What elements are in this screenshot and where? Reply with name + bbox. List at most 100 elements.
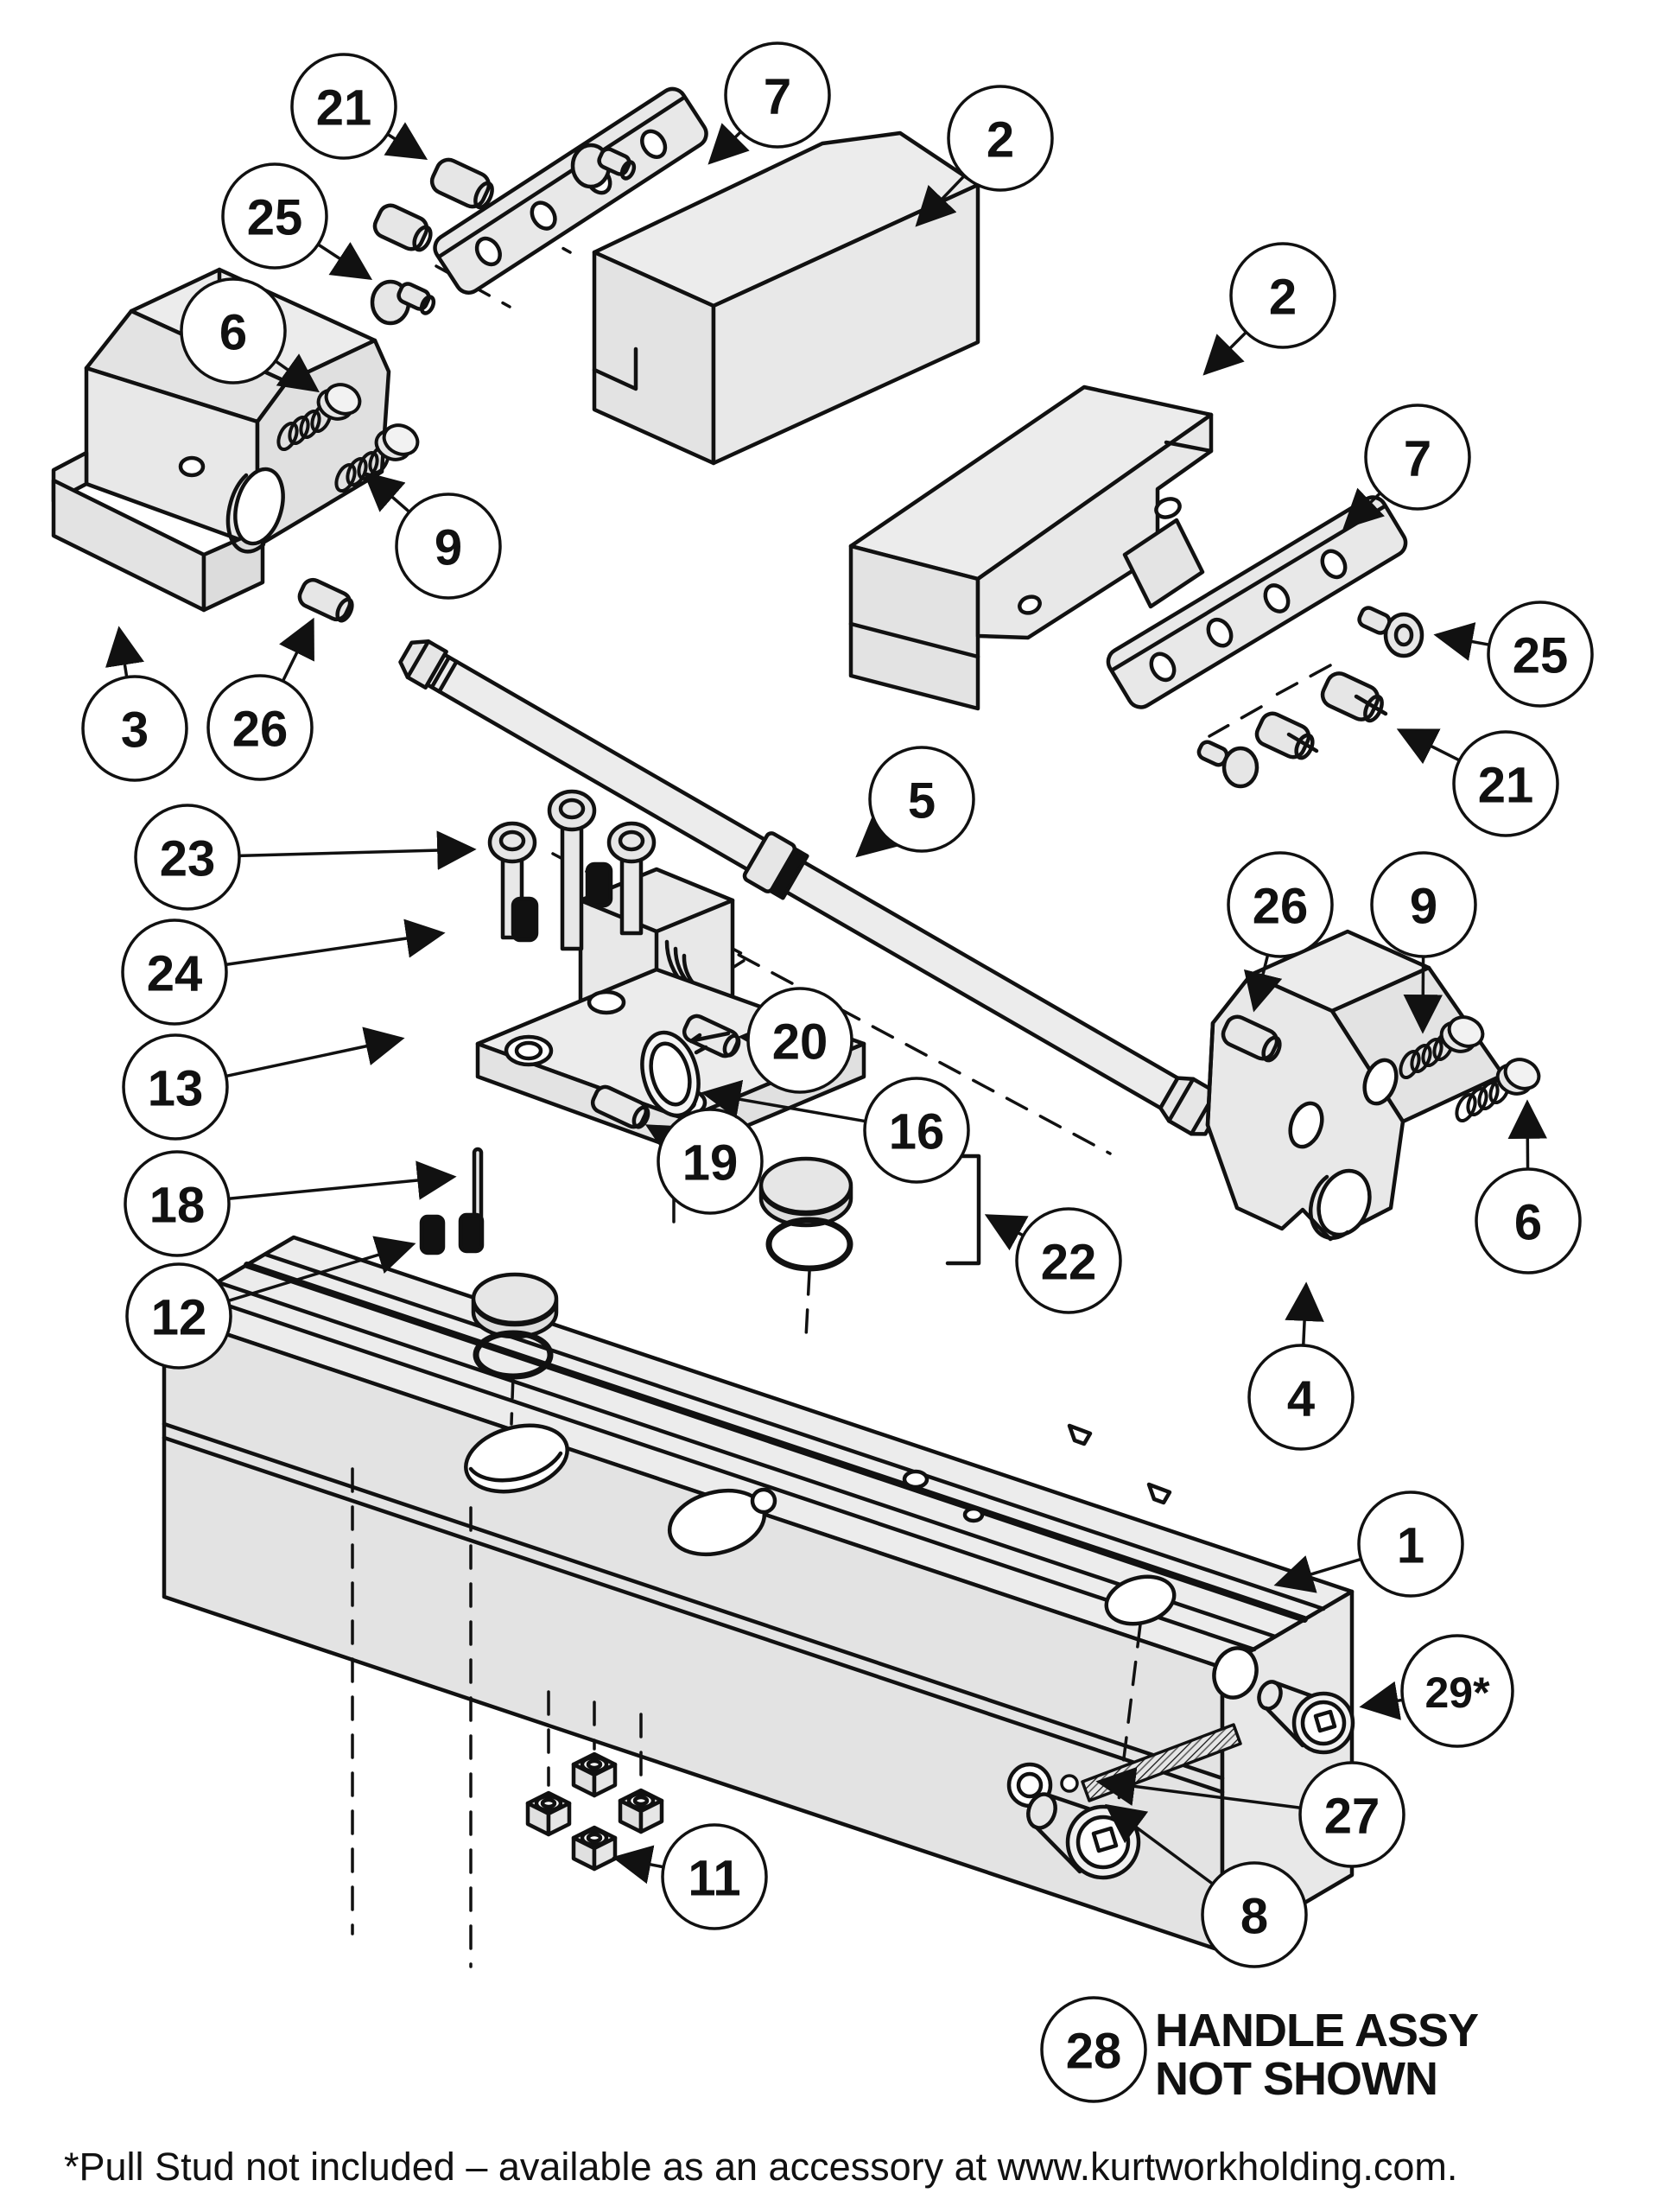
callout-7-7: 7 xyxy=(1342,404,1471,530)
callout-leader-line xyxy=(384,122,428,160)
jaw-insert-part-2-left xyxy=(592,130,980,466)
callout-balloon xyxy=(1229,242,1336,349)
callout-leader-line xyxy=(1105,1803,1214,1885)
callout-leader-line xyxy=(227,1236,416,1303)
callout-leader-line xyxy=(1095,1766,1301,1810)
callout-number: 1 xyxy=(1397,1518,1424,1574)
callout-number: 25 xyxy=(247,190,303,246)
vise-body-part-1 xyxy=(162,1235,1355,1954)
callout-number: 24 xyxy=(147,946,203,1002)
callout-12-17: 12 xyxy=(125,1236,416,1370)
callout-4-25: 4 xyxy=(1247,1281,1355,1451)
callout-balloon xyxy=(1452,730,1559,837)
button-screws-part-25-left xyxy=(370,143,637,326)
callout-leader-line xyxy=(1396,728,1461,765)
callout-9-6: 9 xyxy=(363,471,502,600)
pull-stud-part-29 xyxy=(1257,1680,1355,1755)
jaw-insert-part-2-right xyxy=(848,385,1214,711)
callout-leader-line xyxy=(1507,1099,1548,1170)
callout-balloon xyxy=(395,493,502,600)
callout-balloon xyxy=(1475,1167,1582,1274)
callout-balloon xyxy=(746,987,853,1094)
callout-6-3: 6 xyxy=(180,277,320,393)
callout-leader-line xyxy=(855,817,898,858)
callout-20-18: 20 xyxy=(738,987,853,1094)
callout-number: 26 xyxy=(232,702,289,758)
callout-balloon xyxy=(124,1150,231,1257)
callout-leader-line xyxy=(105,626,144,677)
set-screws-part-21-right xyxy=(1254,671,1388,760)
callout-number: 13 xyxy=(148,1061,204,1117)
callout-number: 16 xyxy=(889,1104,945,1160)
callout-balloon xyxy=(947,85,1054,192)
callout-balloon xyxy=(180,277,287,385)
stationary-jaw-part-4 xyxy=(1205,929,1506,1242)
callout-leader-line xyxy=(1403,956,1443,1034)
callout-number: 7 xyxy=(1404,431,1431,487)
callout-21-0: 21 xyxy=(290,53,428,160)
callout-balloon xyxy=(1298,1761,1405,1868)
callout-balloon xyxy=(1015,1207,1122,1314)
callout-number: 26 xyxy=(1253,879,1309,935)
set-screws-part-21-left xyxy=(372,157,494,252)
callout-balloon xyxy=(1040,1996,1147,2103)
callout-balloon xyxy=(1227,851,1334,958)
callout-2-4: 2 xyxy=(915,85,1054,227)
callout-leader-line xyxy=(225,918,446,967)
callout-leader-line xyxy=(228,1160,457,1200)
callout-23-13: 23 xyxy=(134,804,477,911)
callout-balloon xyxy=(122,1033,229,1141)
callout-number: 4 xyxy=(1287,1371,1315,1427)
callout-leader-line xyxy=(363,471,410,513)
callout-balloon xyxy=(661,1823,768,1930)
callout-number: 11 xyxy=(688,1851,740,1907)
callout-8-29: 8 xyxy=(1105,1803,1308,1968)
callout-13-15: 13 xyxy=(122,1027,405,1141)
callout-number: 19 xyxy=(682,1135,739,1192)
callout-number: 2 xyxy=(987,112,1014,168)
callout-number: 8 xyxy=(1240,1889,1268,1945)
callout-3-10: 3 xyxy=(81,626,188,782)
callout-leader-line xyxy=(225,1027,405,1078)
button-screws-part-25-right xyxy=(1196,606,1424,789)
callout-leader-line xyxy=(1273,1555,1362,1593)
callout-11-30: 11 xyxy=(612,1823,768,1930)
callout-leader-line xyxy=(1359,1681,1404,1720)
callout-balloon xyxy=(1370,851,1477,958)
callout-number: 3 xyxy=(121,702,149,759)
callout-number: 5 xyxy=(908,773,936,830)
callout-leader-line xyxy=(279,617,314,682)
callout-balloon xyxy=(1487,601,1594,708)
callout-18-16: 18 xyxy=(124,1150,457,1257)
callout-5-12: 5 xyxy=(855,746,975,858)
callout-number: 18 xyxy=(149,1178,206,1234)
callout-22-24: 22 xyxy=(984,1207,1122,1314)
callout-balloon xyxy=(1357,1491,1464,1598)
callout-leader-line xyxy=(1342,487,1385,530)
studs-part-12 xyxy=(419,1212,485,1255)
callout-number: 6 xyxy=(219,305,247,361)
callout-number: 21 xyxy=(1478,758,1534,814)
callout-leader-line xyxy=(707,123,750,165)
callout-leader-line xyxy=(1433,622,1490,661)
callout-balloon xyxy=(1400,1634,1514,1748)
callout-leader-line xyxy=(1285,1281,1324,1346)
callout-balloon xyxy=(121,918,228,1026)
callout-balloon xyxy=(724,41,831,149)
callout-21-9: 21 xyxy=(1396,728,1559,837)
callout-16-20: 16 xyxy=(701,1077,970,1184)
callout-27-28: 27 xyxy=(1095,1761,1405,1868)
callout-number: 9 xyxy=(1410,879,1437,935)
callout-number: 28 xyxy=(1066,2024,1122,2080)
callout-6-23: 6 xyxy=(1475,1099,1582,1274)
callout-25-2: 25 xyxy=(221,162,373,280)
plug-kit-part-22 xyxy=(758,1154,981,1272)
callout-number: 21 xyxy=(316,80,372,137)
callout-number: 27 xyxy=(1324,1789,1380,1845)
pin-part-19 xyxy=(590,1084,650,1129)
callout-balloon xyxy=(863,1077,970,1184)
snap-ring-part-16 xyxy=(640,1030,708,1118)
jaw-springs-right-parts-6-9 xyxy=(1399,1015,1541,1122)
